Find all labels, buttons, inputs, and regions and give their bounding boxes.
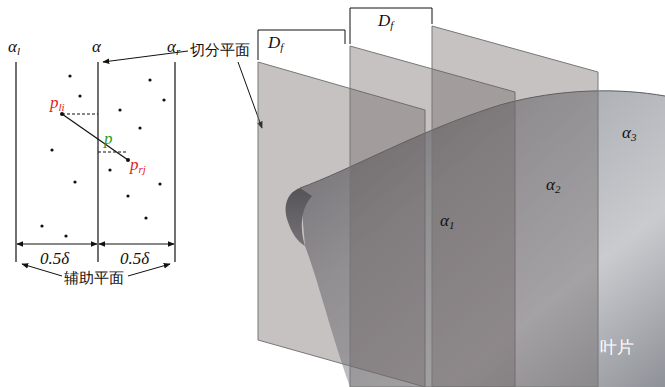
dimension-label: 0.5δ (120, 250, 149, 269)
plane-label: 切分平面 (190, 42, 250, 59)
point-label: prj (130, 156, 146, 175)
dimension-lines (17, 244, 174, 245)
plane-name: α (92, 38, 101, 57)
plane-label: 辅助平面 (64, 270, 124, 287)
plane-name: α2 (546, 176, 560, 195)
point-label: p (104, 130, 113, 149)
point-label: pli (50, 94, 65, 113)
plane-lines (16, 62, 175, 262)
spacing-label: Df (268, 34, 283, 53)
plane-name: αr (167, 38, 180, 57)
nearest-point-construction (60, 112, 130, 162)
dimension-label: 0.5δ (40, 250, 69, 269)
spacing-label: Df (378, 12, 393, 31)
part-label: 叶片 (600, 338, 634, 357)
spacing-brackets (258, 8, 432, 60)
plane-name: α1 (440, 212, 454, 231)
cutting-planes (258, 26, 598, 387)
point-cloud (40, 74, 165, 237)
leader-lines (22, 51, 262, 276)
plane-name: α3 (622, 124, 636, 143)
plane-name: αl (8, 38, 20, 57)
